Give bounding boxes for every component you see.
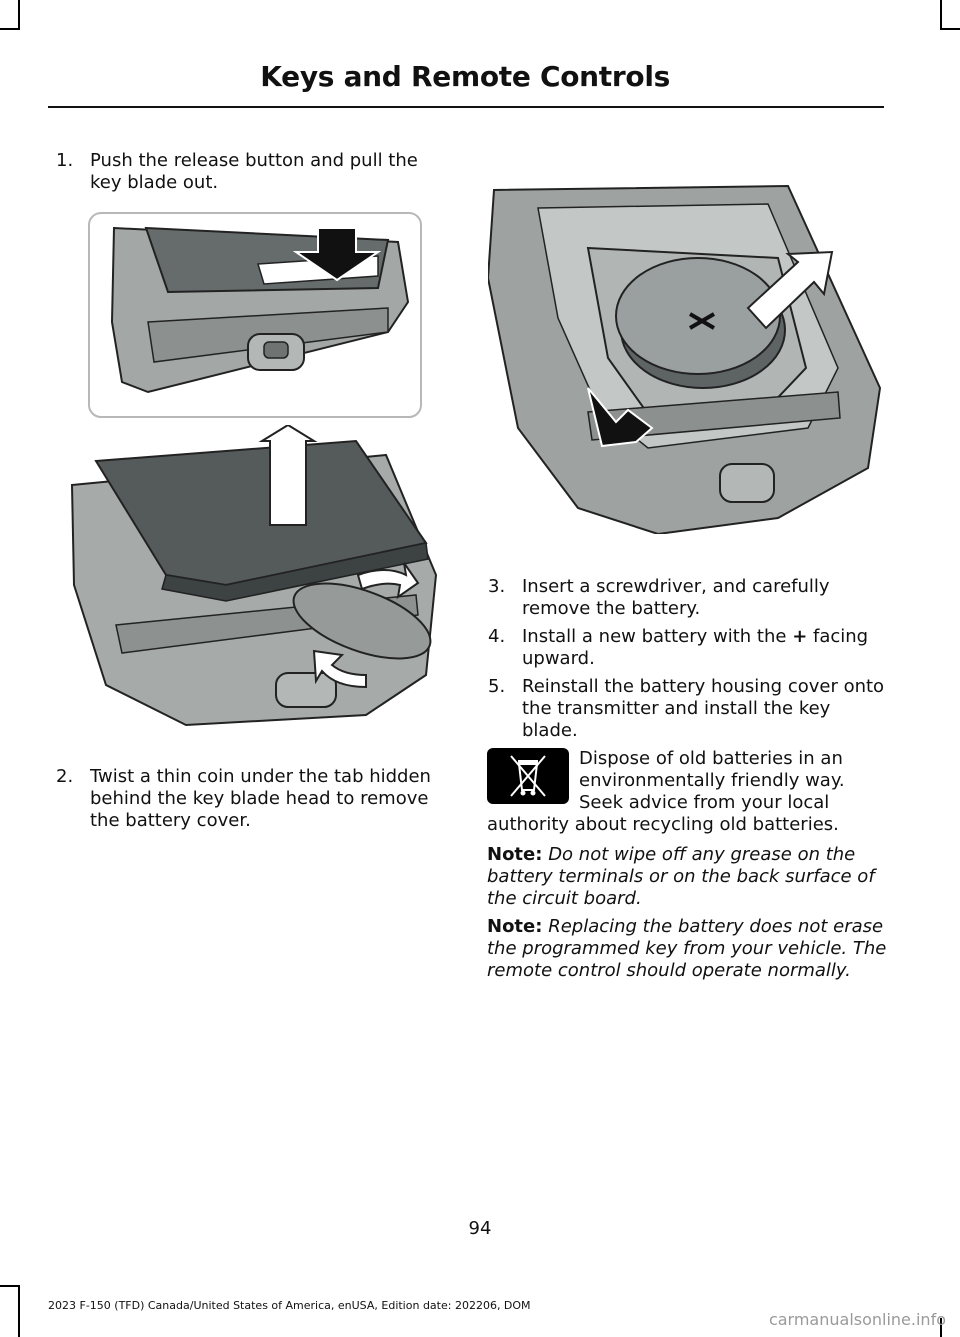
note-label: Note: (487, 844, 543, 865)
icon-float-spacer (487, 748, 579, 814)
step-text: Reinstall the battery housing cover onto… (522, 676, 885, 741)
note-1: Note: Do not wipe off any grease on the … (487, 844, 887, 910)
step-number: 2. (56, 766, 74, 787)
step-2: 2. Twist a thin coin under the tab hidde… (56, 766, 446, 832)
step-text-before: Install a new battery with the (522, 626, 793, 647)
note-text: Replacing the battery does not erase the… (487, 916, 887, 981)
page-number: 94 (468, 1218, 492, 1239)
crop-mark-bottom-right-v (940, 1318, 942, 1337)
step-1: 1. Push the release button and pull the … (56, 150, 446, 194)
step-number: 4. (488, 626, 506, 647)
step-number: 3. (488, 576, 506, 597)
note-2: Note: Replacing the battery does not era… (487, 916, 887, 982)
note-label: Note: (487, 916, 543, 937)
plus-symbol: + (792, 626, 808, 647)
crop-mark-top-left-v (18, 0, 20, 30)
disposal-paragraph: Dispose of old batteries in an environme… (487, 748, 845, 835)
step-5: 5. Reinstall the battery housing cover o… (488, 676, 888, 742)
illustration-battery-exposed (488, 184, 882, 534)
step-4: 4. Install a new battery with the + faci… (488, 626, 888, 670)
page-title: Keys and Remote Controls (260, 60, 670, 93)
crop-mark-top-left-h (0, 28, 20, 30)
crop-mark-top-right-h (940, 28, 960, 30)
crop-mark-bottom-left-v (18, 1285, 20, 1337)
note-text: Do not wipe off any grease on the batter… (487, 844, 875, 909)
step-text: Install a new battery with the + facing … (488, 626, 888, 670)
step-text-after: facing upward. (522, 626, 869, 669)
illustration-release-button (88, 212, 422, 418)
crop-mark-top-right-v (940, 0, 942, 30)
crossed-out-wheelie-bin-icon (510, 755, 546, 797)
disposal-text: Dispose of old batteries in an environme… (487, 748, 887, 836)
step-text: Push the release button and pull the key… (90, 150, 418, 193)
step-text: Insert a screwdriver, and carefully remo… (522, 576, 830, 619)
illustration-battery-cover-removal (70, 425, 438, 727)
step-3: 3. Insert a screwdriver, and carefully r… (488, 576, 888, 620)
step-number: 5. (488, 676, 506, 697)
edition-footer: 2023 F-150 (TFD) Canada/United States of… (48, 1299, 531, 1312)
step-number: 1. (56, 150, 74, 171)
step-text: Twist a thin coin under the tab hidden b… (90, 766, 431, 831)
watermark: carmanualsonline.info (768, 1310, 946, 1329)
crop-mark-bottom-left-h (0, 1285, 20, 1287)
recycling-symbol-box (487, 748, 569, 804)
header-rule (48, 106, 884, 108)
